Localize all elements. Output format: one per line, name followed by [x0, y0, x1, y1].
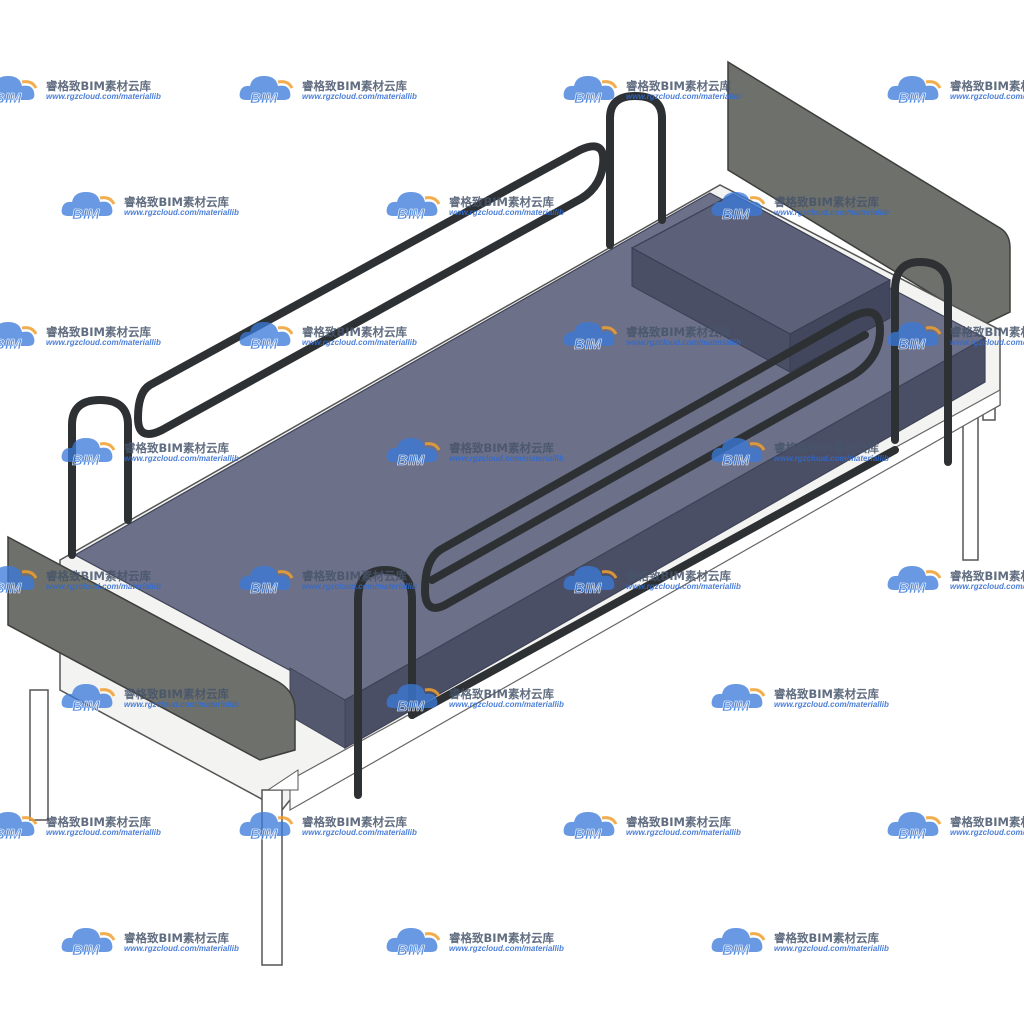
footboard	[7, 535, 296, 761]
back-side-rail	[68, 92, 666, 559]
pillow	[630, 193, 892, 373]
front-side-rail	[354, 258, 952, 799]
headboard	[727, 60, 1011, 326]
